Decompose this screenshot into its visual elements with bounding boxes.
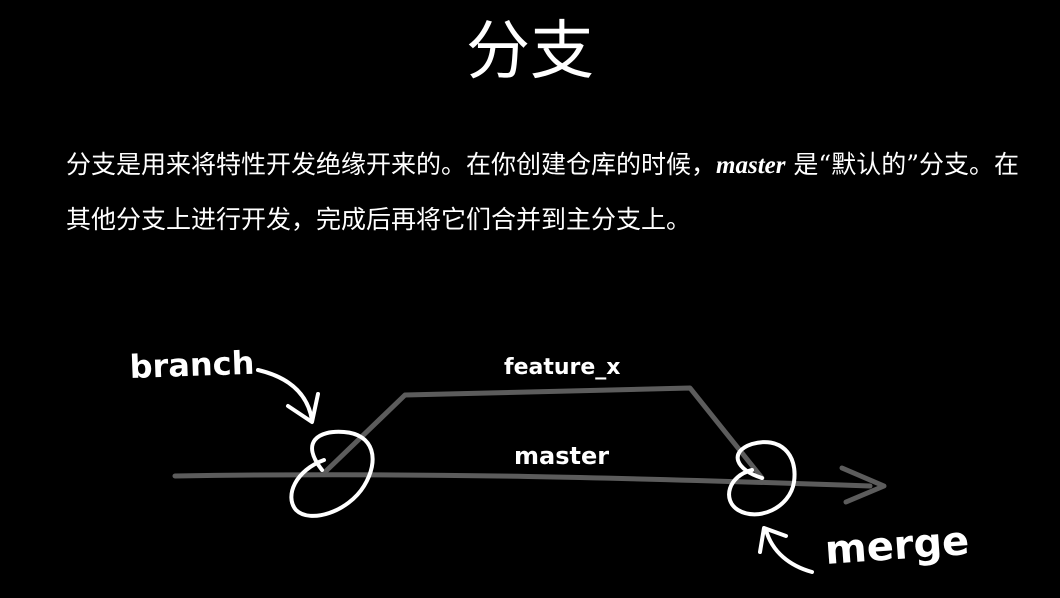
body-text-part2: 是“默认的”分支。在其他分支上进行开发，完成后再将它们合并到主分支上。 xyxy=(66,150,1019,234)
slide-body-text: 分支是用来将特性开发绝缘开来的。在你创建仓库的时候，master 是“默认的”分… xyxy=(66,138,1026,247)
branch-arrow xyxy=(256,368,314,422)
branch-point-marker xyxy=(289,429,375,518)
master-arrowhead xyxy=(839,465,887,505)
master-line xyxy=(172,472,873,489)
merge-arrow xyxy=(764,528,814,574)
feature-x-label: feature_x xyxy=(504,355,620,380)
feature-branch-line xyxy=(322,385,765,481)
branch-label: branch xyxy=(129,344,255,386)
master-label: master xyxy=(514,442,609,470)
branch-arrowhead xyxy=(286,392,320,424)
slide-title: 分支 xyxy=(466,15,594,89)
merge-arrowhead xyxy=(758,526,788,554)
body-text-part1: 分支是用来将特性开发绝缘开来的。在你创建仓库的时候， xyxy=(66,150,717,179)
branch-diagram: branch feature_x master merge xyxy=(129,344,971,574)
merge-point-marker xyxy=(727,440,797,517)
body-text-master-emphasis: master xyxy=(716,152,786,179)
merge-label: merge xyxy=(823,518,970,574)
